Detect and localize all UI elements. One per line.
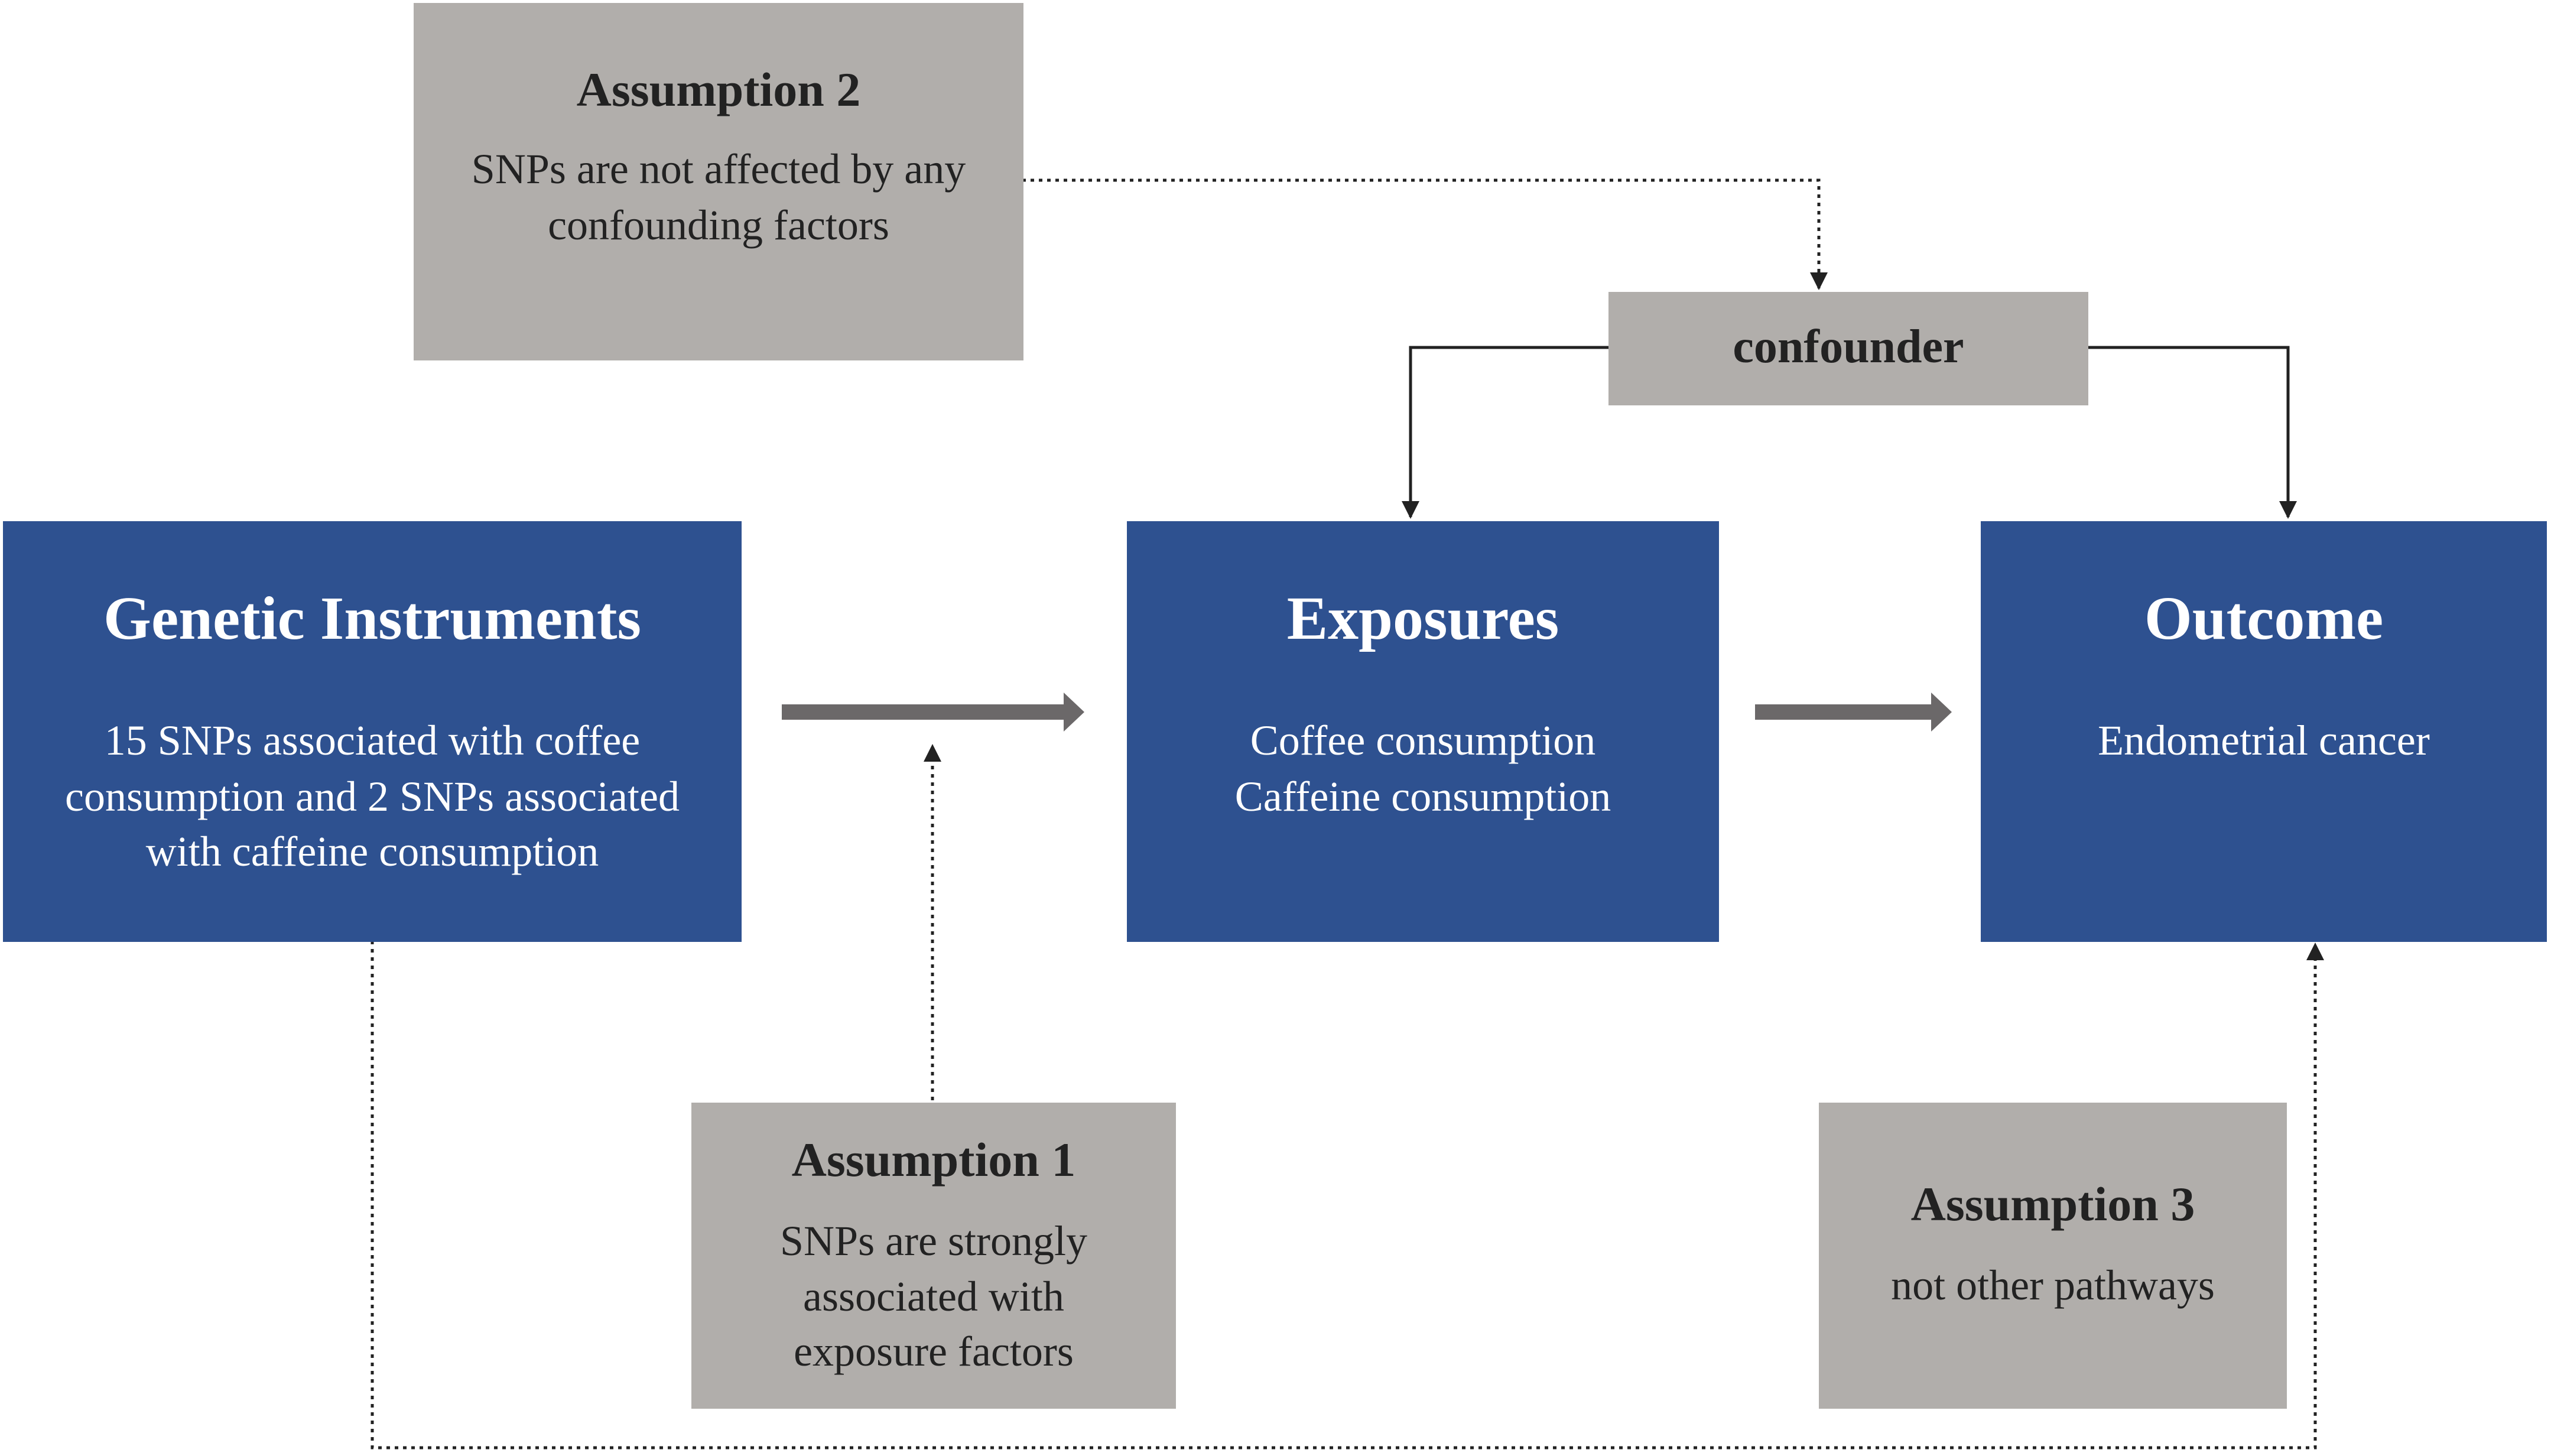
confounder-label: confounder xyxy=(1733,321,1964,373)
outcome-box: Outcome Endometrial cancer xyxy=(1981,521,2547,942)
assumption3-title: Assumption 3 xyxy=(1910,1177,2195,1231)
exposures-text-line1: Coffee consumption xyxy=(1250,717,1596,764)
assumption1-text-line3: exposure factors xyxy=(794,1328,1074,1375)
genetic-instruments-text-line3: with caffeine consumption xyxy=(145,828,599,875)
outcome-text-line1: Endometrial cancer xyxy=(2098,717,2430,764)
assumption1-text-line2: associated with xyxy=(803,1273,1064,1320)
instruments-to-exposures-arrow xyxy=(782,693,1084,732)
exposures-box: Exposures Coffee consumption Caffeine co… xyxy=(1127,521,1719,942)
assumption3-text-line1: not other pathways xyxy=(1891,1262,2215,1309)
exposures-text-line2: Caffeine consumption xyxy=(1234,773,1611,820)
exposures-to-outcome-arrow xyxy=(1755,693,1952,732)
genetic-instruments-title: Genetic Instruments xyxy=(103,584,641,652)
assumption2-text-line2: confounding factors xyxy=(548,202,889,249)
exposures-title: Exposures xyxy=(1286,584,1559,652)
assumption1-text-line1: SNPs are strongly xyxy=(780,1217,1087,1265)
confounder-to-outcome-arrow xyxy=(2088,346,2297,519)
assumption1-title: Assumption 1 xyxy=(791,1133,1076,1187)
genetic-instruments-box: Genetic Instruments 15 SNPs associated w… xyxy=(3,521,742,942)
confounder-box: confounder xyxy=(1608,292,2088,405)
genetic-instruments-text-line1: 15 SNPs associated with coffee xyxy=(104,717,641,764)
assumption3-box: Assumption 3 not other pathways xyxy=(1819,1103,2287,1409)
outcome-title: Outcome xyxy=(2144,584,2384,652)
assumption2-text-line1: SNPs are not affected by any xyxy=(471,145,966,193)
genetic-instruments-text-line2: consumption and 2 SNPs associated xyxy=(65,773,680,820)
assumption1-box: Assumption 1 SNPs are strongly associate… xyxy=(691,1103,1176,1409)
assumption2-title: Assumption 2 xyxy=(576,63,861,116)
confounder-to-exposures-arrow xyxy=(1402,346,1608,519)
assumption2-box: Assumption 2 SNPs are not affected by an… xyxy=(414,3,1023,360)
assumption2-to-confounder-connector xyxy=(1022,178,1828,290)
